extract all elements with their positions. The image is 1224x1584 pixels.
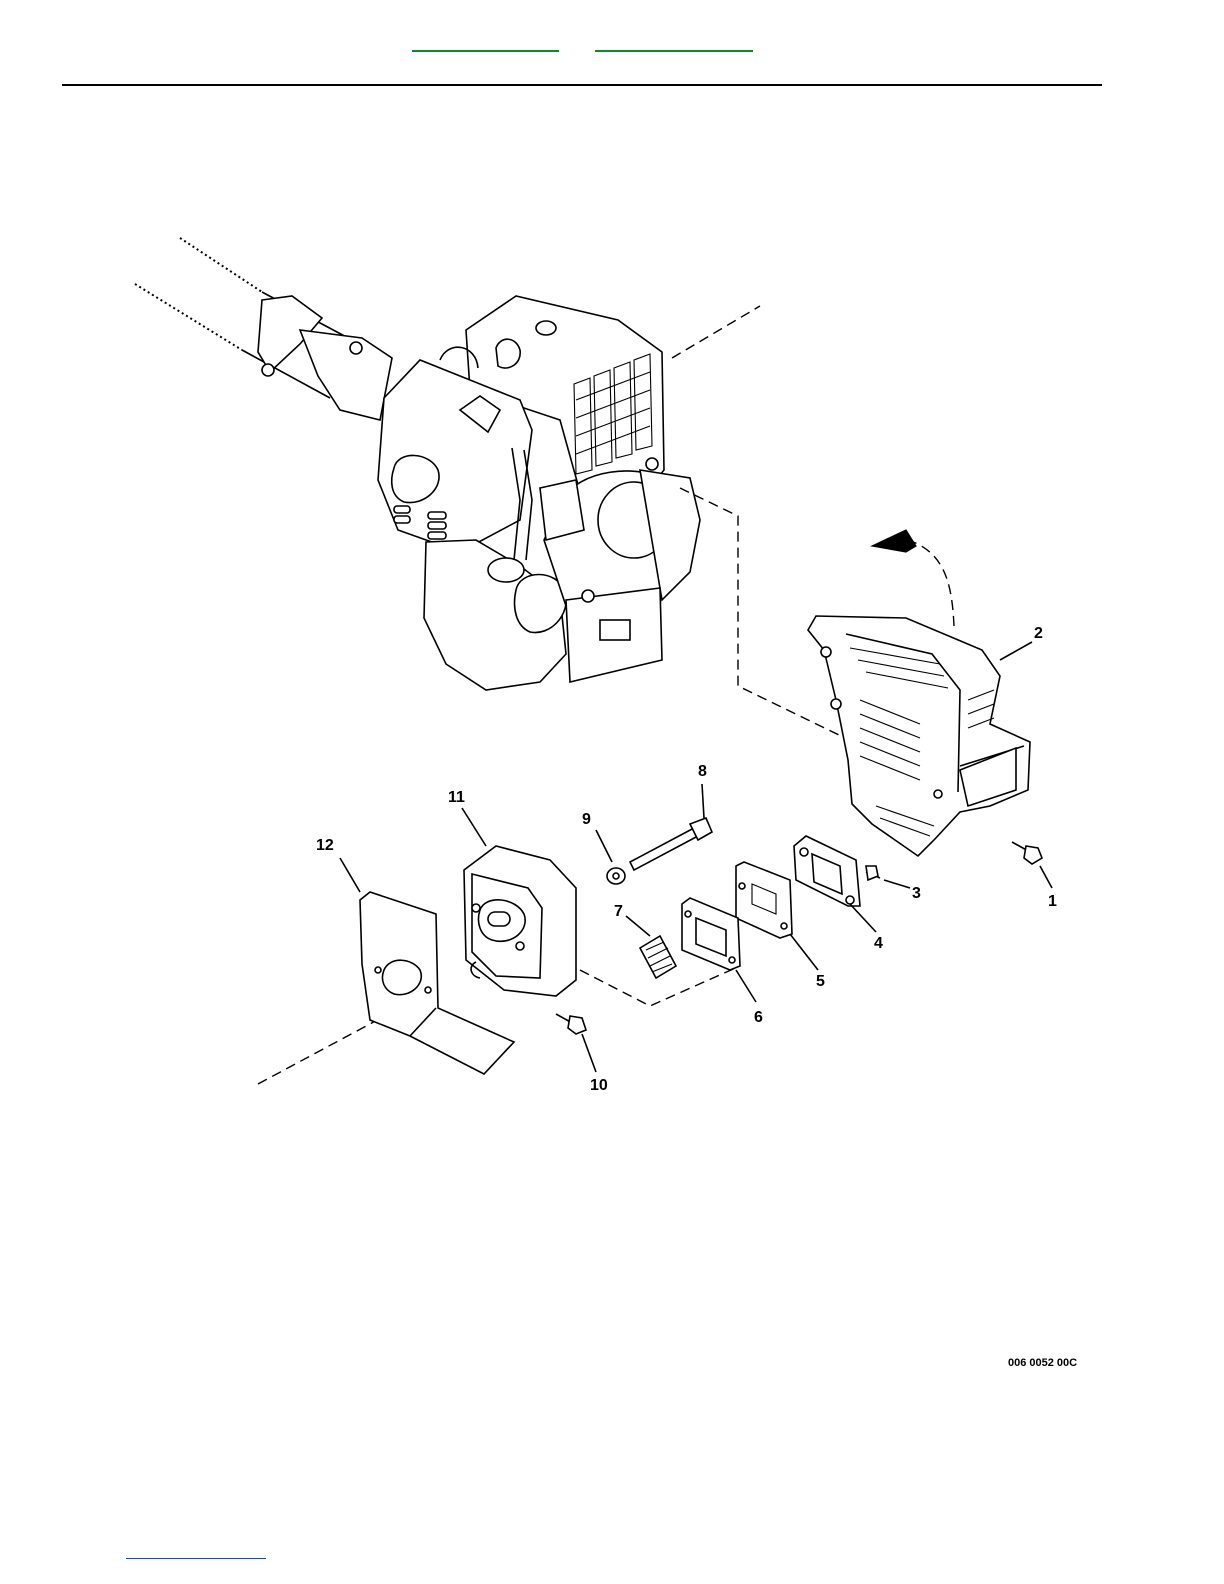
callout-6: 6 (754, 1009, 763, 1026)
callout-9: 9 (582, 811, 591, 828)
callout-1: 1 (1048, 893, 1057, 910)
footer-link[interactable] (126, 1558, 266, 1559)
rotation-arrow-icon (872, 530, 916, 552)
callout-12: 12 (316, 837, 334, 854)
callout-11: 11 (448, 789, 465, 806)
callout-2: 2 (1034, 625, 1043, 642)
screw-part-3 (866, 866, 880, 880)
callout-3: 3 (912, 885, 921, 902)
callout-10: 10 (590, 1077, 608, 1094)
bolt-part-8 (630, 818, 712, 870)
muffler-part-11 (464, 846, 576, 996)
figure-code: 006 0052 00C (1008, 1357, 1077, 1369)
callout-4: 4 (874, 935, 883, 952)
screw-part-10 (556, 1014, 586, 1034)
gasket-part-5 (736, 862, 792, 938)
engine-assembly (378, 296, 700, 690)
callout-5: 5 (816, 973, 825, 990)
callout-7: 7 (614, 903, 623, 920)
screw-part-1 (1012, 842, 1042, 864)
washer-part-9 (607, 868, 625, 884)
screen-part-7 (640, 936, 676, 978)
drive-shaft-tube (135, 238, 392, 420)
rotation-path (908, 540, 954, 626)
muffler-cover-part (808, 616, 1030, 856)
leader-engine-top (672, 306, 760, 358)
arrestor-plate-part-4 (794, 836, 860, 906)
gasket-part-6 (682, 898, 740, 970)
callout-8: 8 (698, 763, 707, 780)
